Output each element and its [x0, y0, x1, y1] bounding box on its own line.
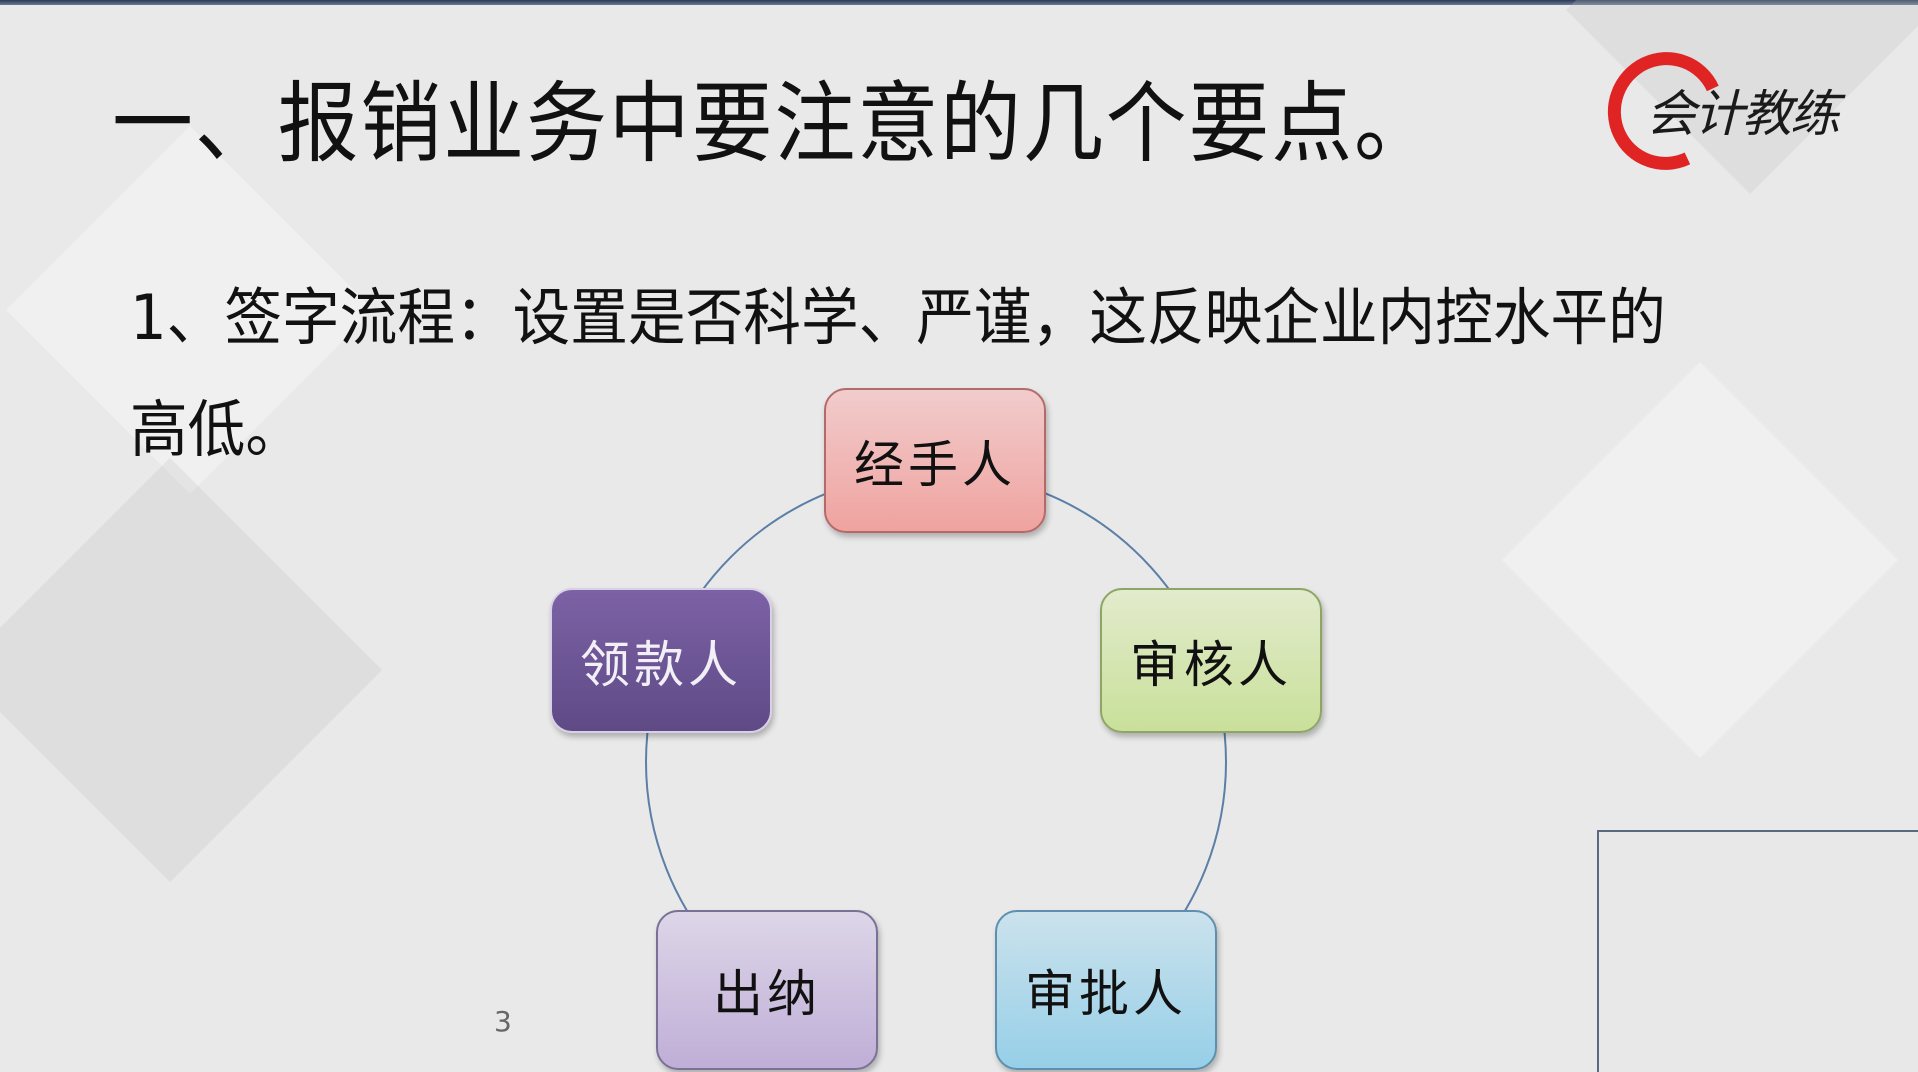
node-label: 领款人	[580, 635, 742, 694]
video-overlay-frame	[1597, 830, 1918, 1072]
cycle-node-payee: 领款人	[550, 588, 772, 733]
slide-subtitle: 1、签字流程：设置是否科学、严谨，这反映企业内控水平的高低。	[130, 281, 1666, 466]
top-border	[0, 0, 1918, 5]
node-label: 经手人	[854, 435, 1016, 494]
cycle-node-reviewer: 审核人	[1100, 588, 1322, 733]
page-number: 3	[494, 1005, 512, 1038]
cycle-node-cashier: 出纳	[656, 910, 878, 1070]
node-label: 审核人	[1130, 635, 1292, 694]
logo: 会计教练	[1591, 35, 1840, 187]
node-label: 审批人	[1025, 965, 1187, 1023]
node-label: 出纳	[713, 965, 821, 1023]
logo-text: 会计教练	[1646, 85, 1840, 143]
cycle-node-handler: 经手人	[824, 388, 1046, 533]
cycle-node-approver: 审批人	[995, 910, 1217, 1070]
slide-title: 一、报销业务中要注意的几个要点。	[112, 72, 1437, 175]
